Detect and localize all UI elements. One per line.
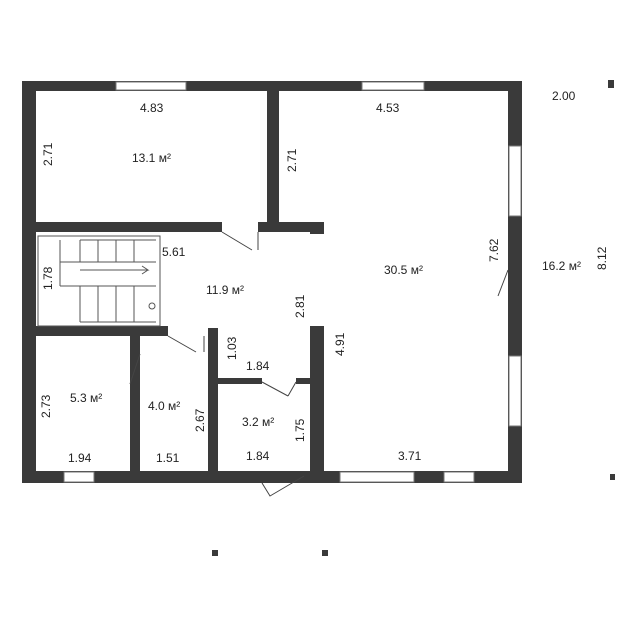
wall-room-divider-left (130, 336, 140, 471)
mark-bottom-center (322, 550, 328, 556)
wall-bedroom-bottom-a (36, 222, 222, 232)
wall-small-top-b (296, 378, 310, 384)
mark-bottom-left (212, 550, 218, 556)
window-right-upper (508, 145, 522, 217)
windows (63, 81, 522, 483)
wall-top (22, 81, 522, 91)
living-height-inner: 4.91 (333, 332, 347, 356)
door-entrance (261, 475, 305, 497)
mark-top-right (608, 80, 614, 88)
window-top-left (115, 81, 187, 91)
doors (129, 231, 509, 497)
window-bottom-right-a (339, 471, 415, 483)
staircase (37, 235, 161, 327)
wall-bottom-mid (218, 471, 262, 483)
hallway-height: 2.81 (293, 294, 307, 318)
wall-left (22, 81, 36, 483)
stair-frame (37, 235, 161, 327)
small-room-gap: 1.03 (225, 336, 239, 360)
dimension-labels: 4.83 2.71 13.1 м² 4.53 2.71 7.62 30.5 м²… (39, 89, 609, 465)
bedroom-width: 4.83 (140, 101, 164, 115)
wall-living-left (310, 226, 324, 234)
window-bottom-left (63, 471, 95, 483)
living-width-bottom: 3.71 (398, 449, 422, 463)
living-width: 4.53 (376, 101, 400, 115)
room-bottom-mid-height: 2.67 (193, 408, 207, 432)
window-bottom-right-b (443, 471, 475, 483)
wall-bedroom-bottom-b (258, 222, 324, 232)
bedroom-area: 13.1 м² (132, 151, 171, 165)
stair-height: 1.78 (41, 266, 55, 290)
wall-living-inner (310, 326, 324, 471)
hallway-area: 11.9 м² (206, 283, 244, 297)
mark-bottom-right (610, 474, 615, 480)
wall-bedroom-right (267, 91, 279, 227)
room-bottom-left-area: 5.3 м² (70, 391, 102, 405)
door-small-room (261, 381, 297, 397)
door-terrace (497, 269, 509, 297)
window-top-right (361, 81, 425, 91)
wall-small-top-a (218, 378, 262, 384)
room-bottom-mid-area: 4.0 м² (148, 399, 180, 413)
small-room-width-bottom: 1.84 (246, 449, 270, 463)
terrace-area: 16.2 м² (542, 259, 581, 273)
bedroom-height: 2.71 (41, 142, 55, 166)
terrace-height: 8.12 (595, 246, 609, 270)
door-bedroom (221, 231, 259, 251)
living-height-right: 7.62 (487, 238, 501, 262)
wall-stair-bottom-a (36, 326, 168, 336)
living-area: 30.5 м² (384, 263, 423, 277)
room-bottom-left-height: 2.73 (39, 394, 53, 418)
room-bottom-left-width: 1.94 (68, 451, 92, 465)
window-right-lower (508, 355, 522, 427)
small-room-area: 3.2 м² (242, 415, 274, 429)
wall-room-divider-mid (208, 328, 218, 471)
small-room-width-top: 1.84 (246, 359, 270, 373)
terrace-width: 2.00 (552, 89, 576, 103)
door-bottom-left (129, 353, 141, 385)
exterior-marks (212, 80, 615, 556)
stair-marker (148, 302, 156, 310)
hallway-width: 5.61 (162, 245, 186, 259)
small-room-height: 1.75 (293, 418, 307, 442)
door-hall-to-rooms (167, 335, 205, 353)
stair-steps (59, 239, 156, 323)
living-height-left: 2.71 (285, 148, 299, 172)
room-bottom-mid-width: 1.51 (156, 451, 180, 465)
